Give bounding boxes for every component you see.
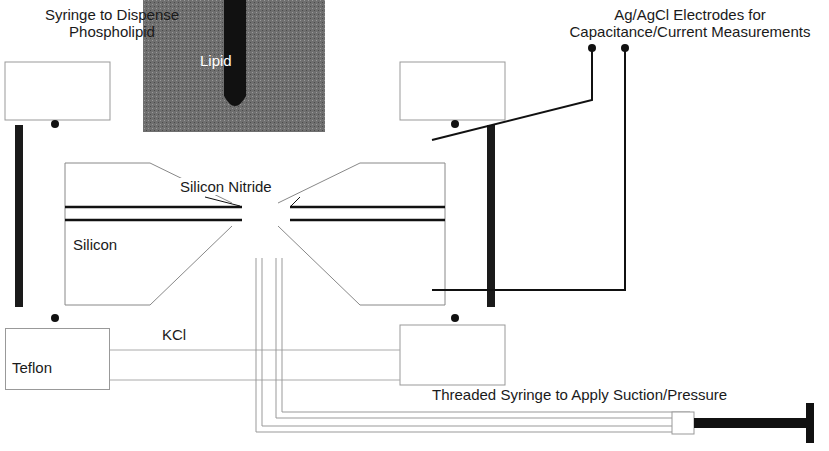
o-ring	[451, 120, 459, 128]
o-ring	[51, 120, 59, 128]
o-ring	[451, 314, 459, 322]
part-label: Threaded Syringe to Apply Suction/Pressu…	[430, 386, 729, 403]
part-label: Silicon Nitride	[178, 178, 274, 195]
silicon-wafer	[278, 163, 445, 305]
syringe-handle	[806, 403, 814, 443]
clamp-rod	[15, 125, 23, 307]
clamp-rod	[487, 125, 495, 307]
threaded-syringe	[694, 418, 808, 428]
part-label: Silicon	[73, 236, 117, 253]
leader-line	[291, 197, 300, 206]
silicon-nitride	[65, 207, 445, 220]
electrode-terminal	[621, 44, 629, 52]
teflon-block	[400, 62, 505, 120]
part-label: Lipid	[200, 52, 232, 69]
leader-line	[205, 197, 240, 206]
teflon-block	[400, 325, 505, 385]
part-label: KCl	[160, 326, 188, 343]
chamber-wall	[110, 350, 400, 380]
electrode-terminal	[588, 44, 596, 52]
electrode-wire	[432, 48, 625, 290]
part-label: Teflon	[12, 359, 52, 376]
o-ring	[51, 314, 59, 322]
part-label: Syringe to Dispense Phospholipid	[12, 6, 212, 40]
part-label: Ag/AgCl Electrodes for Capacitance/Curre…	[565, 6, 815, 40]
luer-fitting	[672, 412, 694, 434]
teflon-block	[5, 62, 110, 120]
teflon-block: Teflon	[5, 328, 110, 390]
